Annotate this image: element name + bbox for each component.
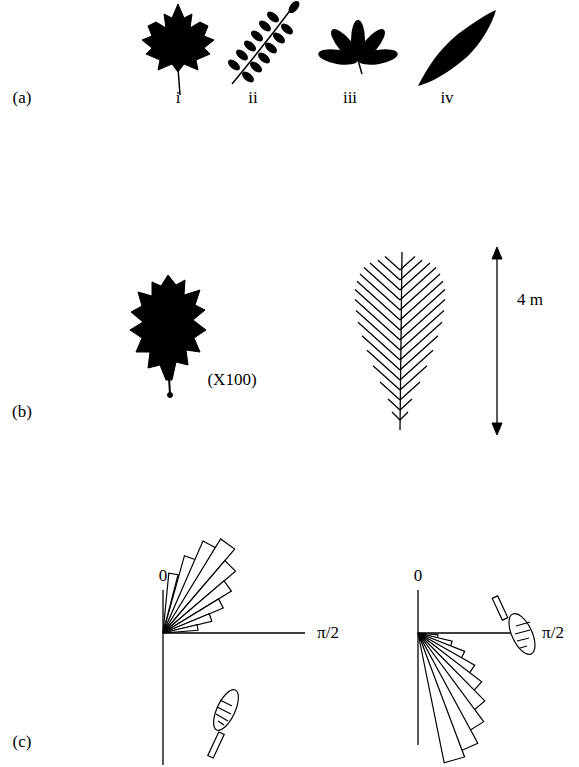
angle-label: π/2 bbox=[542, 624, 564, 643]
rose-histogram bbox=[408, 628, 485, 763]
oak-leaf bbox=[130, 275, 206, 398]
dimension-arrow bbox=[492, 247, 502, 435]
panel-label: (c) bbox=[13, 733, 32, 752]
palmate-leaf bbox=[317, 20, 399, 74]
samara-seed bbox=[208, 686, 244, 758]
panel-label: (a) bbox=[13, 89, 32, 108]
angle-label: 0 bbox=[159, 567, 168, 586]
leaf-numeral: ii bbox=[248, 89, 257, 108]
scale-label: (X100) bbox=[207, 371, 256, 390]
maple-leaf bbox=[142, 4, 214, 95]
leaf-numeral: iv bbox=[440, 89, 453, 108]
leaf-numeral: i bbox=[176, 89, 181, 108]
dimension-label: 4 m bbox=[517, 291, 543, 310]
simple-leaf bbox=[418, 10, 496, 86]
leaf-numeral: iii bbox=[343, 89, 357, 108]
axis bbox=[163, 590, 305, 765]
rose-histogram bbox=[156, 539, 236, 638]
palm-frond bbox=[355, 252, 445, 430]
angle-label: 0 bbox=[414, 567, 423, 586]
angle-label: π/2 bbox=[317, 624, 339, 643]
samara-seed bbox=[492, 596, 540, 658]
panel-label: (b) bbox=[12, 403, 32, 422]
compound-leaf bbox=[226, 0, 301, 85]
